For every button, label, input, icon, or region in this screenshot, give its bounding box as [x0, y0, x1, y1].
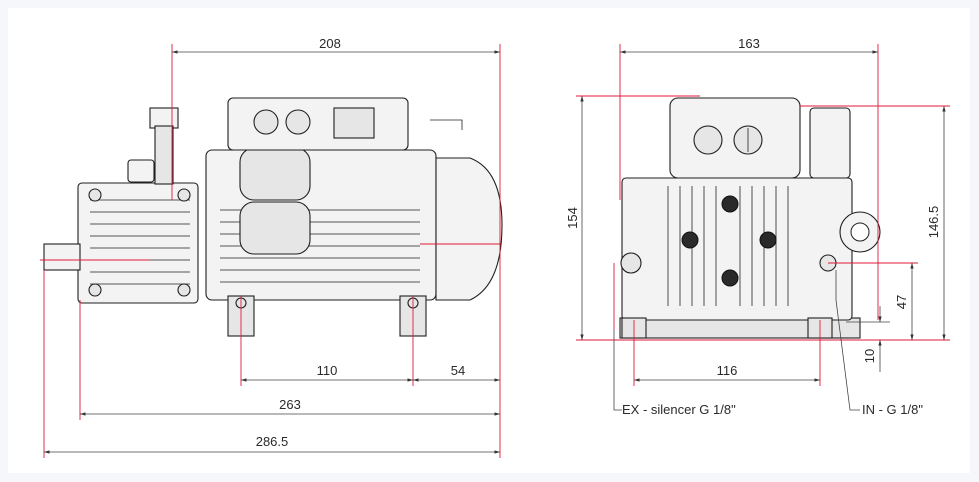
pump-head: [77, 182, 199, 304]
gauge-icon: [693, 125, 723, 155]
fitting-elbow: [127, 159, 155, 183]
dim-146-5: 146.5: [926, 206, 941, 239]
dim-54: 54: [451, 363, 465, 378]
side-fitting: [809, 107, 851, 179]
capacitor: [239, 201, 311, 255]
dim-110: 110: [317, 363, 338, 378]
cable-gland-icon: [253, 109, 279, 135]
bolt-icon: [88, 283, 102, 297]
fan-cover: [435, 157, 503, 301]
exhaust-leader: [613, 330, 622, 411]
dim-286-5: 286.5: [256, 434, 289, 449]
bolt-icon: [88, 188, 102, 202]
bolt-icon: [177, 283, 191, 297]
inlet-leader: [835, 270, 860, 411]
dim-154: 154: [565, 207, 580, 229]
capacitor: [239, 147, 311, 201]
dim-116: 116: [717, 363, 738, 378]
dim-10: 10: [862, 349, 877, 363]
fitting-stem: [154, 125, 174, 185]
end-view: 163 154 146.5 47 10 116 EX - silencer G …: [565, 36, 950, 417]
bolt-icon: [681, 231, 699, 249]
switch-icon: [333, 107, 375, 139]
fitting-top: [149, 107, 179, 129]
bolt-icon: [721, 269, 739, 287]
side-view: 208 110 54 263 286.5: [40, 36, 503, 458]
switch-lever: [430, 119, 463, 130]
dim-47: 47: [894, 295, 909, 309]
dim-208: 208: [319, 36, 341, 51]
shaft: [43, 243, 81, 271]
bolt-icon: [177, 188, 191, 202]
exhaust-port-icon: [620, 252, 642, 274]
bolt-icon: [721, 195, 739, 213]
cable-gland-icon: [285, 109, 311, 135]
exhaust-callout: EX - silencer G 1/8": [622, 402, 736, 417]
dim-163: 163: [738, 36, 760, 51]
inlet-callout: IN - G 1/8": [862, 402, 923, 417]
dim-263: 263: [279, 397, 301, 412]
bolt-icon: [759, 231, 777, 249]
